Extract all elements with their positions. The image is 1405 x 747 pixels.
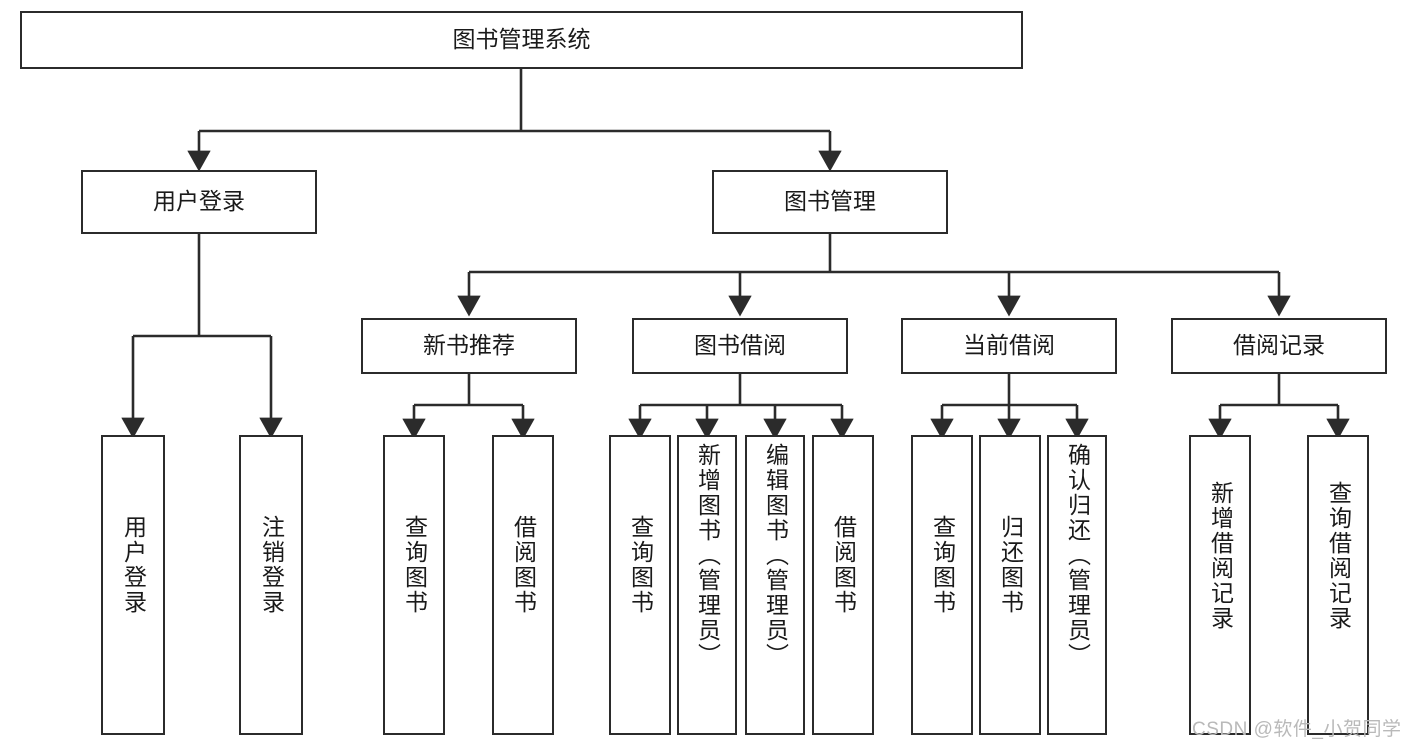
node-book-borrow[interactable]: 图书借阅 — [632, 318, 848, 374]
node-new-book-rec[interactable]: 新书推荐 — [361, 318, 577, 374]
node-leaf-return[interactable]: 归还图书 — [979, 435, 1041, 735]
node-book-manage[interactable]: 图书管理 — [712, 170, 948, 234]
node-user-login[interactable]: 用户登录 — [81, 170, 317, 234]
node-borrow-record-label: 借阅记录 — [1233, 332, 1325, 359]
node-root[interactable]: 图书管理系统 — [20, 11, 1023, 69]
node-borrow-record[interactable]: 借阅记录 — [1171, 318, 1387, 374]
node-leaf-query-3[interactable]: 查询图书 — [911, 435, 973, 735]
node-leaf-borrow-1[interactable]: 借阅图书 — [492, 435, 554, 735]
node-leaf-borrow-1-label: 借阅图书 — [510, 515, 537, 615]
node-leaf-query-2[interactable]: 查询图书 — [609, 435, 671, 735]
node-leaf-login-label: 用户登录 — [120, 515, 147, 615]
node-leaf-query-2-label: 查询图书 — [627, 515, 654, 615]
node-leaf-query-rec-label: 查询借阅记录 — [1325, 481, 1352, 631]
node-leaf-return-label: 归还图书 — [997, 515, 1024, 615]
node-leaf-confirm[interactable]: 确认归还（管理员） — [1047, 435, 1107, 735]
node-leaf-logout[interactable]: 注销登录 — [239, 435, 303, 735]
node-root-label: 图书管理系统 — [452, 26, 591, 53]
node-leaf-add-book[interactable]: 新增图书（管理员） — [677, 435, 737, 735]
node-leaf-add-book-label: 新增图书（管理员） — [694, 443, 721, 668]
csdn-watermark: CSDN @软件_小贺同学 — [1192, 719, 1402, 740]
node-leaf-add-rec-label: 新增借阅记录 — [1207, 481, 1234, 631]
node-leaf-confirm-label: 确认归还（管理员） — [1064, 443, 1091, 668]
node-leaf-borrow-2-label: 借阅图书 — [830, 515, 857, 615]
node-user-login-label: 用户登录 — [153, 188, 245, 215]
node-leaf-edit-book[interactable]: 编辑图书（管理员） — [745, 435, 805, 735]
node-leaf-edit-book-label: 编辑图书（管理员） — [762, 443, 789, 668]
node-new-book-rec-label: 新书推荐 — [423, 332, 515, 359]
node-book-borrow-label: 图书借阅 — [694, 332, 786, 359]
node-leaf-query-rec[interactable]: 查询借阅记录 — [1307, 435, 1369, 735]
node-leaf-logout-label: 注销登录 — [258, 515, 285, 615]
node-leaf-login[interactable]: 用户登录 — [101, 435, 165, 735]
node-leaf-add-rec[interactable]: 新增借阅记录 — [1189, 435, 1251, 735]
node-current-borrow[interactable]: 当前借阅 — [901, 318, 1117, 374]
node-current-borrow-label: 当前借阅 — [963, 332, 1055, 359]
node-leaf-borrow-2[interactable]: 借阅图书 — [812, 435, 874, 735]
node-book-manage-label: 图书管理 — [784, 188, 876, 215]
node-leaf-query-3-label: 查询图书 — [929, 515, 956, 615]
node-leaf-query-1-label: 查询图书 — [401, 515, 428, 615]
node-leaf-query-1[interactable]: 查询图书 — [383, 435, 445, 735]
